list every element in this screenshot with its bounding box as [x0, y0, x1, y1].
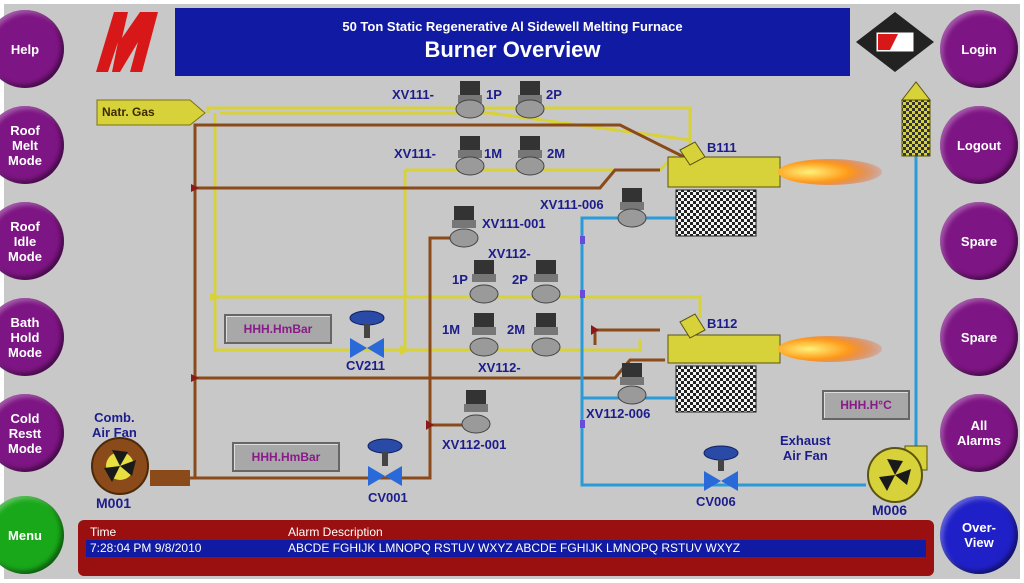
page-subtitle: 50 Ton Static Regenerative Al Sidewell M… [342, 19, 683, 34]
valve-xv111-2p[interactable] [515, 81, 545, 119]
alarm-description-header: Alarm Description [288, 525, 383, 539]
cv006-label: CV006 [696, 494, 736, 509]
alarm-description: ABCDE FGHIJK LMNOPQ RSTUV WXYZ ABCDE FGH… [288, 541, 741, 555]
roof-melt-mode-button[interactable]: Roof Melt Mode [0, 106, 64, 184]
alarm-row[interactable]: 7:28:04 PM 9/8/2010 ABCDE FGHIJK LMNOPQ … [86, 540, 926, 557]
combustion-fan-m001[interactable] [91, 437, 190, 495]
logout-button[interactable]: Logout [940, 106, 1018, 184]
cold-restart-mode-button[interactable]: Cold Restt Mode [0, 394, 64, 472]
comb-fan-label: Comb. Air Fan [92, 410, 137, 440]
valve-xv112-2p[interactable] [531, 260, 561, 304]
xv111-001-label: XV111-001 [482, 216, 546, 231]
xv111-2m-label: 2M [547, 146, 566, 161]
bath-hold-mode-button[interactable]: Bath Hold Mode [0, 298, 64, 376]
login-button[interactable]: Login [940, 10, 1018, 88]
company-logo-nf-icon [856, 12, 934, 72]
alarm-banner[interactable]: Time Alarm Description 7:28:04 PM 9/8/20… [78, 520, 934, 576]
valve-xv112-1p[interactable] [469, 260, 499, 304]
valve-xv112-006[interactable] [617, 363, 647, 405]
help-button[interactable]: Help [0, 10, 64, 88]
xv112-001-label: XV112-001 [442, 437, 507, 452]
page-title: Burner Overview [424, 37, 601, 62]
menu-button[interactable]: Menu [0, 496, 64, 574]
overview-button[interactable]: Over- View [940, 496, 1018, 574]
xv112-1m-label: 1M [442, 322, 461, 337]
spare-button-2[interactable]: Spare [940, 298, 1018, 376]
xv111-1p-label: 1P [486, 87, 502, 102]
gas-junctions [210, 293, 410, 355]
xv111-2p-label: 2P [546, 87, 562, 102]
burner-b111[interactable] [667, 141, 882, 188]
xv111-m-label: XV111- [394, 146, 436, 161]
pressure-readout-1: HHH.HmBar [224, 314, 332, 344]
company-logo-m-icon [96, 12, 158, 72]
valve-xv111-2m[interactable] [515, 136, 545, 176]
regenerator-b111 [675, 189, 757, 237]
xv111-p-label: XV111- [392, 87, 434, 102]
exhaust-fan-label: Exhaust Air Fan [780, 433, 831, 463]
cv001-label: CV001 [368, 490, 408, 505]
xv112-2p-label: 2P [512, 272, 528, 287]
exhaust-fan-m006[interactable] [867, 445, 928, 503]
pressure-readout-2: HHH.HmBar [232, 442, 340, 472]
xv112-bottom-label: XV112- [478, 360, 521, 375]
temperature-readout: HHH.H°C [822, 390, 910, 420]
cv211-label: CV211 [346, 358, 386, 373]
valve-xv112-2m[interactable] [531, 313, 561, 357]
gas-pipes [206, 106, 702, 352]
gas-source-label: Natr. Gas [102, 105, 155, 119]
xv111-1m-label: 1M [484, 146, 503, 161]
roof-idle-mode-button[interactable]: Roof Idle Mode [0, 202, 64, 280]
burner-b111-label: B111 [707, 140, 737, 155]
valve-xv111-1m[interactable] [455, 136, 485, 176]
exhaust-stack [900, 81, 932, 157]
valve-xv111-006[interactable] [617, 188, 647, 228]
pipe-junctions [191, 184, 599, 430]
alarm-time-header: Time [90, 525, 117, 539]
xv111-006-label: XV111-006 [540, 197, 604, 212]
xv112-006-label: XV112-006 [586, 406, 651, 421]
alarm-time: 7:28:04 PM 9/8/2010 [90, 541, 202, 555]
control-valve-cv006[interactable] [703, 445, 739, 491]
xv112-1p-label: 1P [452, 272, 468, 287]
xv112-2m-label: 2M [507, 322, 526, 337]
burner-b112-label: B112 [707, 316, 738, 331]
air-pipes [185, 123, 691, 480]
burner-b112[interactable] [667, 313, 882, 364]
gas-source-tag [96, 99, 206, 126]
m006-label: M006 [872, 502, 908, 518]
page-header: 50 Ton Static Regenerative Al Sidewell M… [175, 8, 850, 76]
xv112-top-label: XV112- [488, 246, 531, 261]
valve-xv111-001[interactable] [449, 206, 479, 248]
valve-xv112-001[interactable] [461, 390, 491, 434]
pipe-flanges [580, 236, 585, 428]
control-valve-cv001[interactable] [367, 438, 403, 486]
valve-xv112-1m[interactable] [469, 313, 499, 357]
spare-button-1[interactable]: Spare [940, 202, 1018, 280]
control-valve-cv211[interactable] [349, 310, 385, 358]
regenerator-b112 [675, 365, 757, 413]
valve-xv111-1p[interactable] [455, 81, 485, 119]
m001-label: M001 [96, 495, 132, 511]
all-alarms-button[interactable]: All Alarms [940, 394, 1018, 472]
